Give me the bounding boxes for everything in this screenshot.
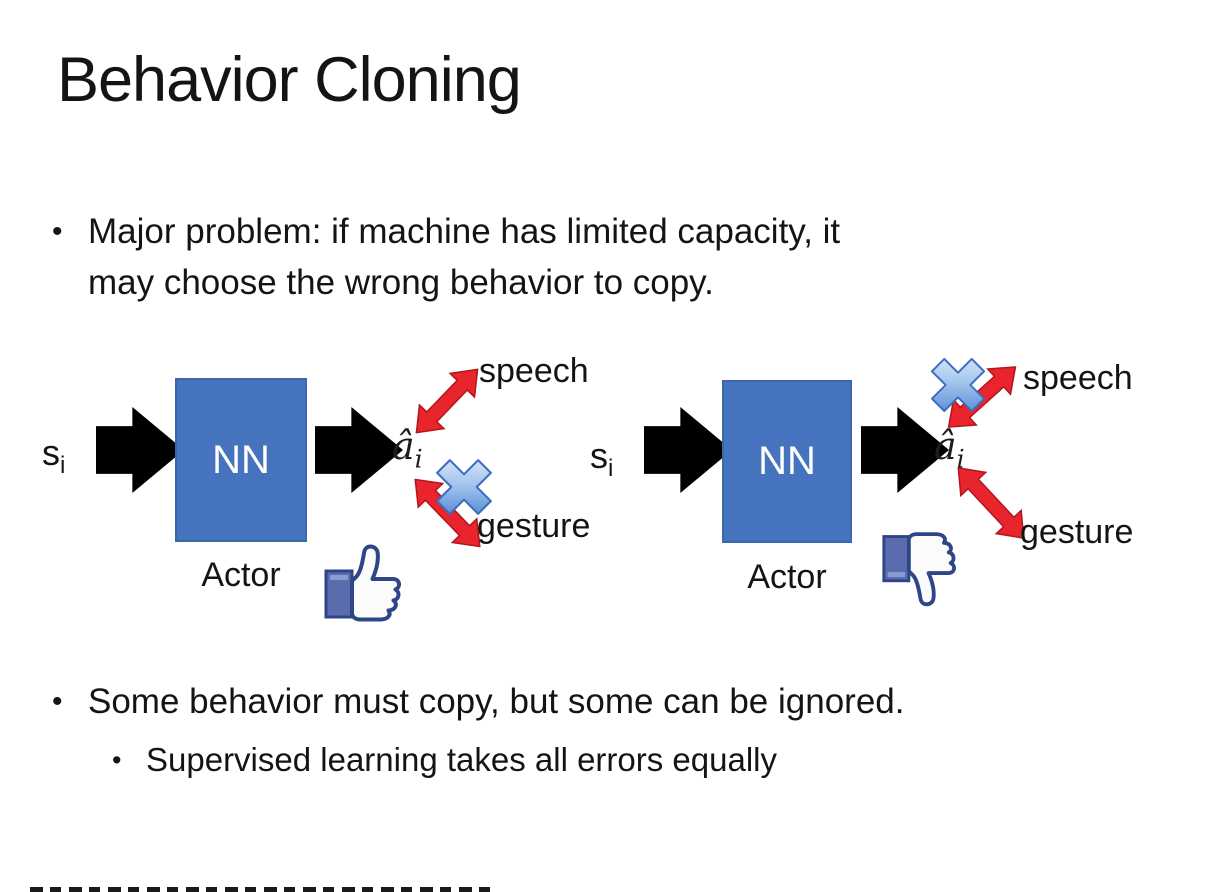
thumbs-up-icon xyxy=(324,544,401,622)
left-speech-label: speech xyxy=(479,352,589,390)
left-action-label: âi xyxy=(392,424,423,474)
left-nn-box: NN xyxy=(175,378,307,542)
right-nn-box: NN xyxy=(722,380,852,543)
right-nn-label: NN xyxy=(758,439,816,483)
thumbs-down-icon xyxy=(882,532,956,607)
bullet-major-problem: • Major problem: if machine has limited … xyxy=(52,206,1152,308)
bullet-marker: • xyxy=(52,685,63,718)
left-state-label: si xyxy=(42,432,66,480)
bullet-major-problem-text: Major problem: if machine has limited ca… xyxy=(88,206,840,308)
bullet-supervised-learning-text: Supervised learning takes all errors equ… xyxy=(146,741,777,778)
bullet-some-behavior-text: Some behavior must copy, but some can be… xyxy=(88,682,905,721)
right-actor-label: Actor xyxy=(747,558,827,596)
right-action-label: âi xyxy=(934,424,965,474)
right-gesture-double-arrow-icon xyxy=(957,466,1025,540)
cutoff-text-line xyxy=(30,887,495,892)
bullet-marker: • xyxy=(112,745,122,775)
bullet-supervised-learning: • Supervised learning takes all errors e… xyxy=(112,736,1162,784)
left-cross-out-icon xyxy=(436,459,492,515)
left-output-flow-arrow-icon xyxy=(315,406,403,494)
left-actor-label: Actor xyxy=(201,556,281,594)
bullet-marker: • xyxy=(52,215,63,248)
right-state-label: si xyxy=(590,435,614,483)
bullet-line-1: Major problem: if machine has limited ca… xyxy=(88,212,841,251)
left-input-flow-arrow-icon xyxy=(96,406,184,494)
right-gesture-label: gesture xyxy=(1020,513,1134,551)
right-cross-out-icon xyxy=(930,357,986,413)
bullet-some-behavior: • Some behavior must copy, but some can … xyxy=(52,676,1182,727)
left-gesture-double-arrow-icon xyxy=(414,478,481,548)
right-output-flow-arrow-icon xyxy=(861,406,949,494)
right-speech-label: speech xyxy=(1023,359,1133,397)
right-input-flow-arrow-icon xyxy=(644,406,732,494)
slide-title: Behavior Cloning xyxy=(57,45,522,115)
left-speech-double-arrow-icon xyxy=(415,368,479,434)
bullet-line-2: may choose the wrong behavior to copy. xyxy=(88,263,714,302)
left-gesture-label: gesture xyxy=(477,507,591,545)
left-nn-label: NN xyxy=(212,437,270,482)
